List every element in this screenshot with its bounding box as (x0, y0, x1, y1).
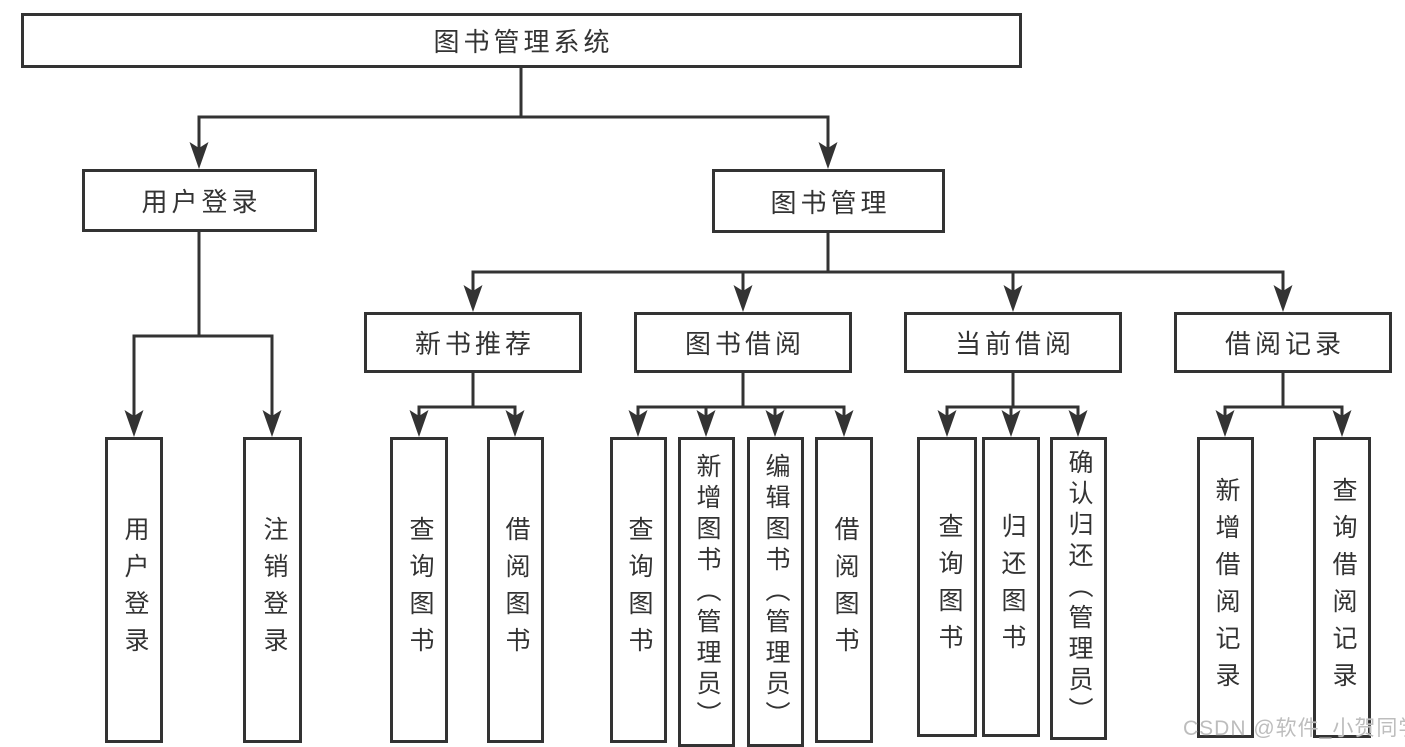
node-system: 图书管理系统 (21, 13, 1022, 68)
arrowhead (818, 142, 838, 169)
node-new-book-recommend: 新书推荐 (364, 312, 582, 373)
node-current-borrow: 当前借阅 (904, 312, 1122, 373)
leaf-logout: 注销登录 (243, 437, 302, 743)
leaf-borrow-edit-books-admin: 编辑图书（管理员） (747, 437, 804, 747)
leaf-current-return-books: 归还图书 (982, 437, 1040, 737)
leaf-current-confirm-return-admin: 确认归还（管理员） (1050, 437, 1107, 740)
watermark: CSDN @软件_小贺同学 (1183, 717, 1405, 740)
leaf-borrow-query-books: 查询图书 (610, 437, 667, 743)
leaf-recommend-query-books: 查询图书 (390, 437, 448, 743)
leaf-current-query-books: 查询图书 (917, 437, 977, 737)
leaf-user-login: 用户登录 (105, 437, 163, 743)
node-book-borrow: 图书借阅 (634, 312, 852, 373)
arrowhead (189, 142, 209, 169)
node-user-login: 用户登录 (82, 169, 317, 232)
leaf-recommend-borrow-books: 借阅图书 (487, 437, 544, 743)
leaf-borrow-add-books-admin: 新增图书（管理员） (678, 437, 735, 747)
leaf-borrow-borrow-books: 借阅图书 (815, 437, 873, 743)
leaf-records-add-record: 新增借阅记录 (1197, 437, 1254, 738)
leaf-records-query-record: 查询借阅记录 (1313, 437, 1371, 738)
node-book-management: 图书管理 (712, 169, 945, 233)
node-borrow-records: 借阅记录 (1174, 312, 1392, 373)
